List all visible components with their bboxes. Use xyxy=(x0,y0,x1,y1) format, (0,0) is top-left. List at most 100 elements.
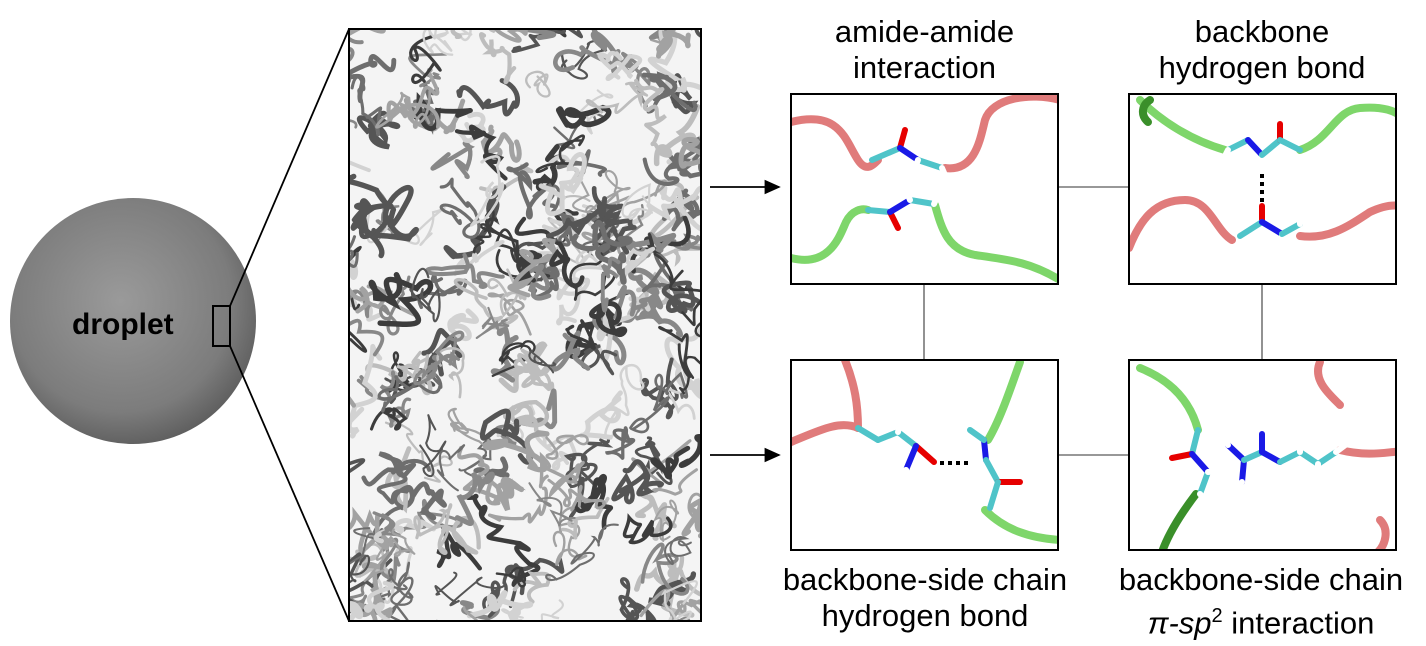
chain-fiber xyxy=(495,566,527,588)
chain-fiber xyxy=(528,349,557,374)
chain-fiber xyxy=(704,456,737,523)
chain-fiber xyxy=(349,554,371,585)
chain-fiber xyxy=(363,528,416,583)
chain-fiber xyxy=(653,104,701,167)
chain-fiber xyxy=(666,555,701,597)
chain-fiber xyxy=(349,506,395,553)
chain-fiber xyxy=(646,77,698,114)
chain-fiber xyxy=(357,561,394,621)
chain-fiber xyxy=(648,571,697,608)
chain-fiber xyxy=(585,81,649,114)
chain-fiber xyxy=(456,78,520,117)
chain-fiber xyxy=(538,451,585,500)
chain-fiber xyxy=(419,414,447,478)
droplet-sphere xyxy=(10,198,256,444)
chain-fiber xyxy=(399,481,447,521)
chain-fiber xyxy=(621,183,653,220)
chain-fiber xyxy=(501,599,564,621)
chain-fiber xyxy=(350,202,377,240)
chain-fiber xyxy=(585,169,631,221)
chain-fiber xyxy=(622,459,664,497)
chain-fiber xyxy=(571,219,633,252)
panel-bb-sc-hbond xyxy=(790,359,1059,551)
sp-term: -sp xyxy=(1168,605,1212,641)
chain-fiber xyxy=(349,558,393,615)
panel-connectors xyxy=(923,186,1263,456)
chain-fiber xyxy=(629,371,689,434)
panel-amide-amide xyxy=(790,93,1059,285)
chain-fiber xyxy=(545,523,619,582)
chain-fiber xyxy=(524,263,552,301)
chain-fiber xyxy=(604,363,645,439)
chain-fiber xyxy=(591,185,637,252)
chain-fiber xyxy=(447,407,494,450)
droplet-label: droplet xyxy=(72,308,174,341)
chain-fiber xyxy=(556,104,612,129)
chain-fiber xyxy=(413,330,465,386)
panel-label-line1: backbone xyxy=(1194,14,1330,49)
chain-fiber xyxy=(375,90,432,129)
chain-fiber xyxy=(538,151,587,217)
chain-fiber xyxy=(436,347,465,399)
zoom-region-marker xyxy=(212,305,231,347)
chain-fiber xyxy=(613,284,663,323)
chain-fiber xyxy=(369,407,408,431)
chain-fiber xyxy=(313,376,346,428)
panel-bb-sc-pi xyxy=(1128,359,1397,551)
pi-symbol: π xyxy=(1147,605,1169,641)
chain-fiber xyxy=(673,616,691,621)
chain-fiber xyxy=(349,395,357,408)
chain-fiber xyxy=(535,134,586,174)
chain-fiber xyxy=(377,370,443,413)
chain-fiber xyxy=(639,588,701,621)
chain-fiber xyxy=(678,136,701,169)
chain-fiber xyxy=(634,78,667,154)
chain-fiber xyxy=(436,444,466,492)
chain-fiber xyxy=(490,321,519,383)
zoom-line-top xyxy=(229,28,350,307)
panel-backbone-hbond xyxy=(1128,93,1397,285)
chain-fiber xyxy=(574,474,614,530)
chain-fiber xyxy=(465,493,541,588)
panel-label-backbone-hbond: backbone hydrogen bond xyxy=(1112,14,1412,86)
chain-fiber xyxy=(580,344,618,376)
chain-fiber xyxy=(694,29,701,38)
chain-fiber xyxy=(704,51,737,82)
chain-fiber xyxy=(487,292,532,336)
sp-superscript: 2 xyxy=(1211,605,1223,627)
chain-fiber xyxy=(349,318,385,357)
chain-fiber xyxy=(349,54,397,104)
chain-fiber xyxy=(385,561,414,606)
chain-fiber xyxy=(635,491,677,541)
chain-fiber xyxy=(561,496,610,540)
chain-fiber xyxy=(622,513,673,545)
chain-fiber xyxy=(349,232,359,268)
chain-fiber xyxy=(368,272,434,327)
chain-fiber xyxy=(498,341,548,393)
chain-fiber xyxy=(545,196,608,239)
chain-fiber xyxy=(425,252,505,289)
chain-fiber xyxy=(396,350,430,380)
chain-fiber xyxy=(424,333,461,370)
chain-fiber xyxy=(550,330,591,372)
panel-label-line1: backbone-side chain xyxy=(1118,562,1404,597)
interaction-word: interaction xyxy=(1222,605,1375,641)
chain-fiber xyxy=(349,246,362,263)
chain-fiber xyxy=(434,571,507,607)
chain-fiber xyxy=(547,478,606,512)
chain-fiber xyxy=(482,430,550,473)
chain-fiber xyxy=(656,29,691,59)
chain-fiber xyxy=(479,32,517,85)
chain-fiber xyxy=(528,482,576,527)
chain-fiber xyxy=(409,35,442,85)
zoom-line-bottom xyxy=(229,345,350,622)
chain-fiber xyxy=(669,269,701,327)
chain-fiber xyxy=(475,306,510,339)
chain-fiber xyxy=(618,577,640,621)
chain-fiber xyxy=(658,325,692,378)
chain-fiber xyxy=(703,313,720,347)
chain-fiber xyxy=(369,185,419,242)
chain-fiber xyxy=(660,580,698,621)
chain-fiber xyxy=(681,497,701,539)
